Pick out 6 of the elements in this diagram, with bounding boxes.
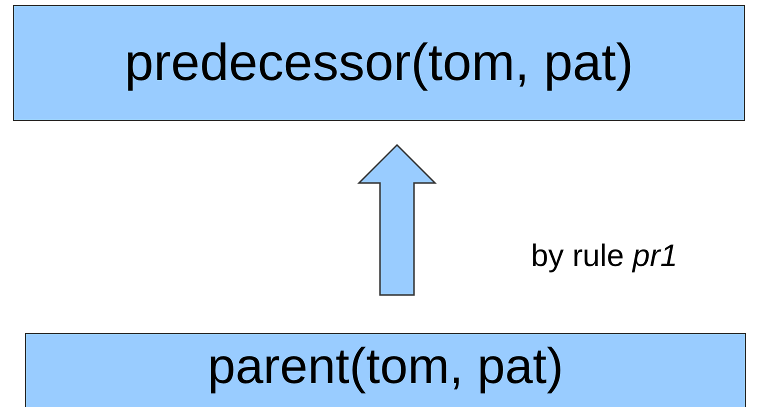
edge-label: by rule pr1 <box>531 238 678 274</box>
node-label: predecessor(tom, pat) <box>124 33 634 93</box>
block-arrow <box>357 144 437 296</box>
process-box <box>25 333 746 407</box>
node-label: parent(tom, pat) <box>208 336 564 394</box>
process-box <box>13 5 745 121</box>
